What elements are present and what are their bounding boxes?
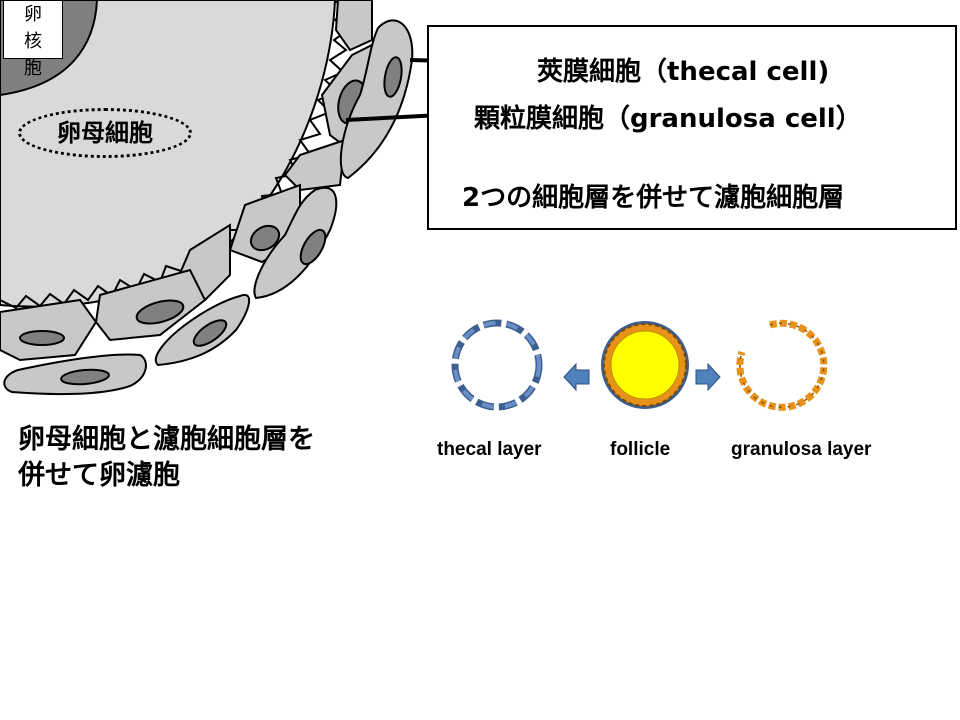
caption-line-2: 併せて卵濾胞 [18, 460, 180, 491]
caption: 卵母細胞と濾胞細胞層を 併せて卵濾胞 [18, 422, 315, 494]
follicle-label: follicle [610, 439, 670, 460]
granulosa-nuclei [19, 79, 367, 346]
thecal-nuclei [60, 56, 403, 386]
granulosa-cell-label: 顆粒膜細胞（granulosa cell） [474, 104, 862, 134]
nucleus-text: 卵核胞 [24, 4, 42, 79]
caption-line-1: 卵母細胞と濾胞細胞層を [18, 424, 315, 455]
right-arrow-icon [695, 362, 721, 392]
follicle-ring [601, 321, 689, 409]
granulosa-layer-label: granulosa layer [731, 439, 872, 460]
left-arrow-icon [563, 362, 590, 392]
info-box: 莢膜細胞（thecal cell) 顆粒膜細胞（granulosa cell） … [427, 25, 957, 230]
thecal-layer-label: thecal layer [437, 439, 542, 460]
combined-layer-label: 2つの細胞層を併せて濾胞細胞層 [462, 183, 845, 213]
oocyte-label: 卵母細胞 [18, 108, 192, 158]
thecal-ring [451, 319, 543, 411]
nucleus-label: 卵核胞 [3, 0, 63, 79]
thecal-cell-label: 莢膜細胞（thecal cell) [537, 57, 830, 87]
granulosa-ring [736, 319, 828, 411]
granulosa-cells [0, 0, 378, 362]
